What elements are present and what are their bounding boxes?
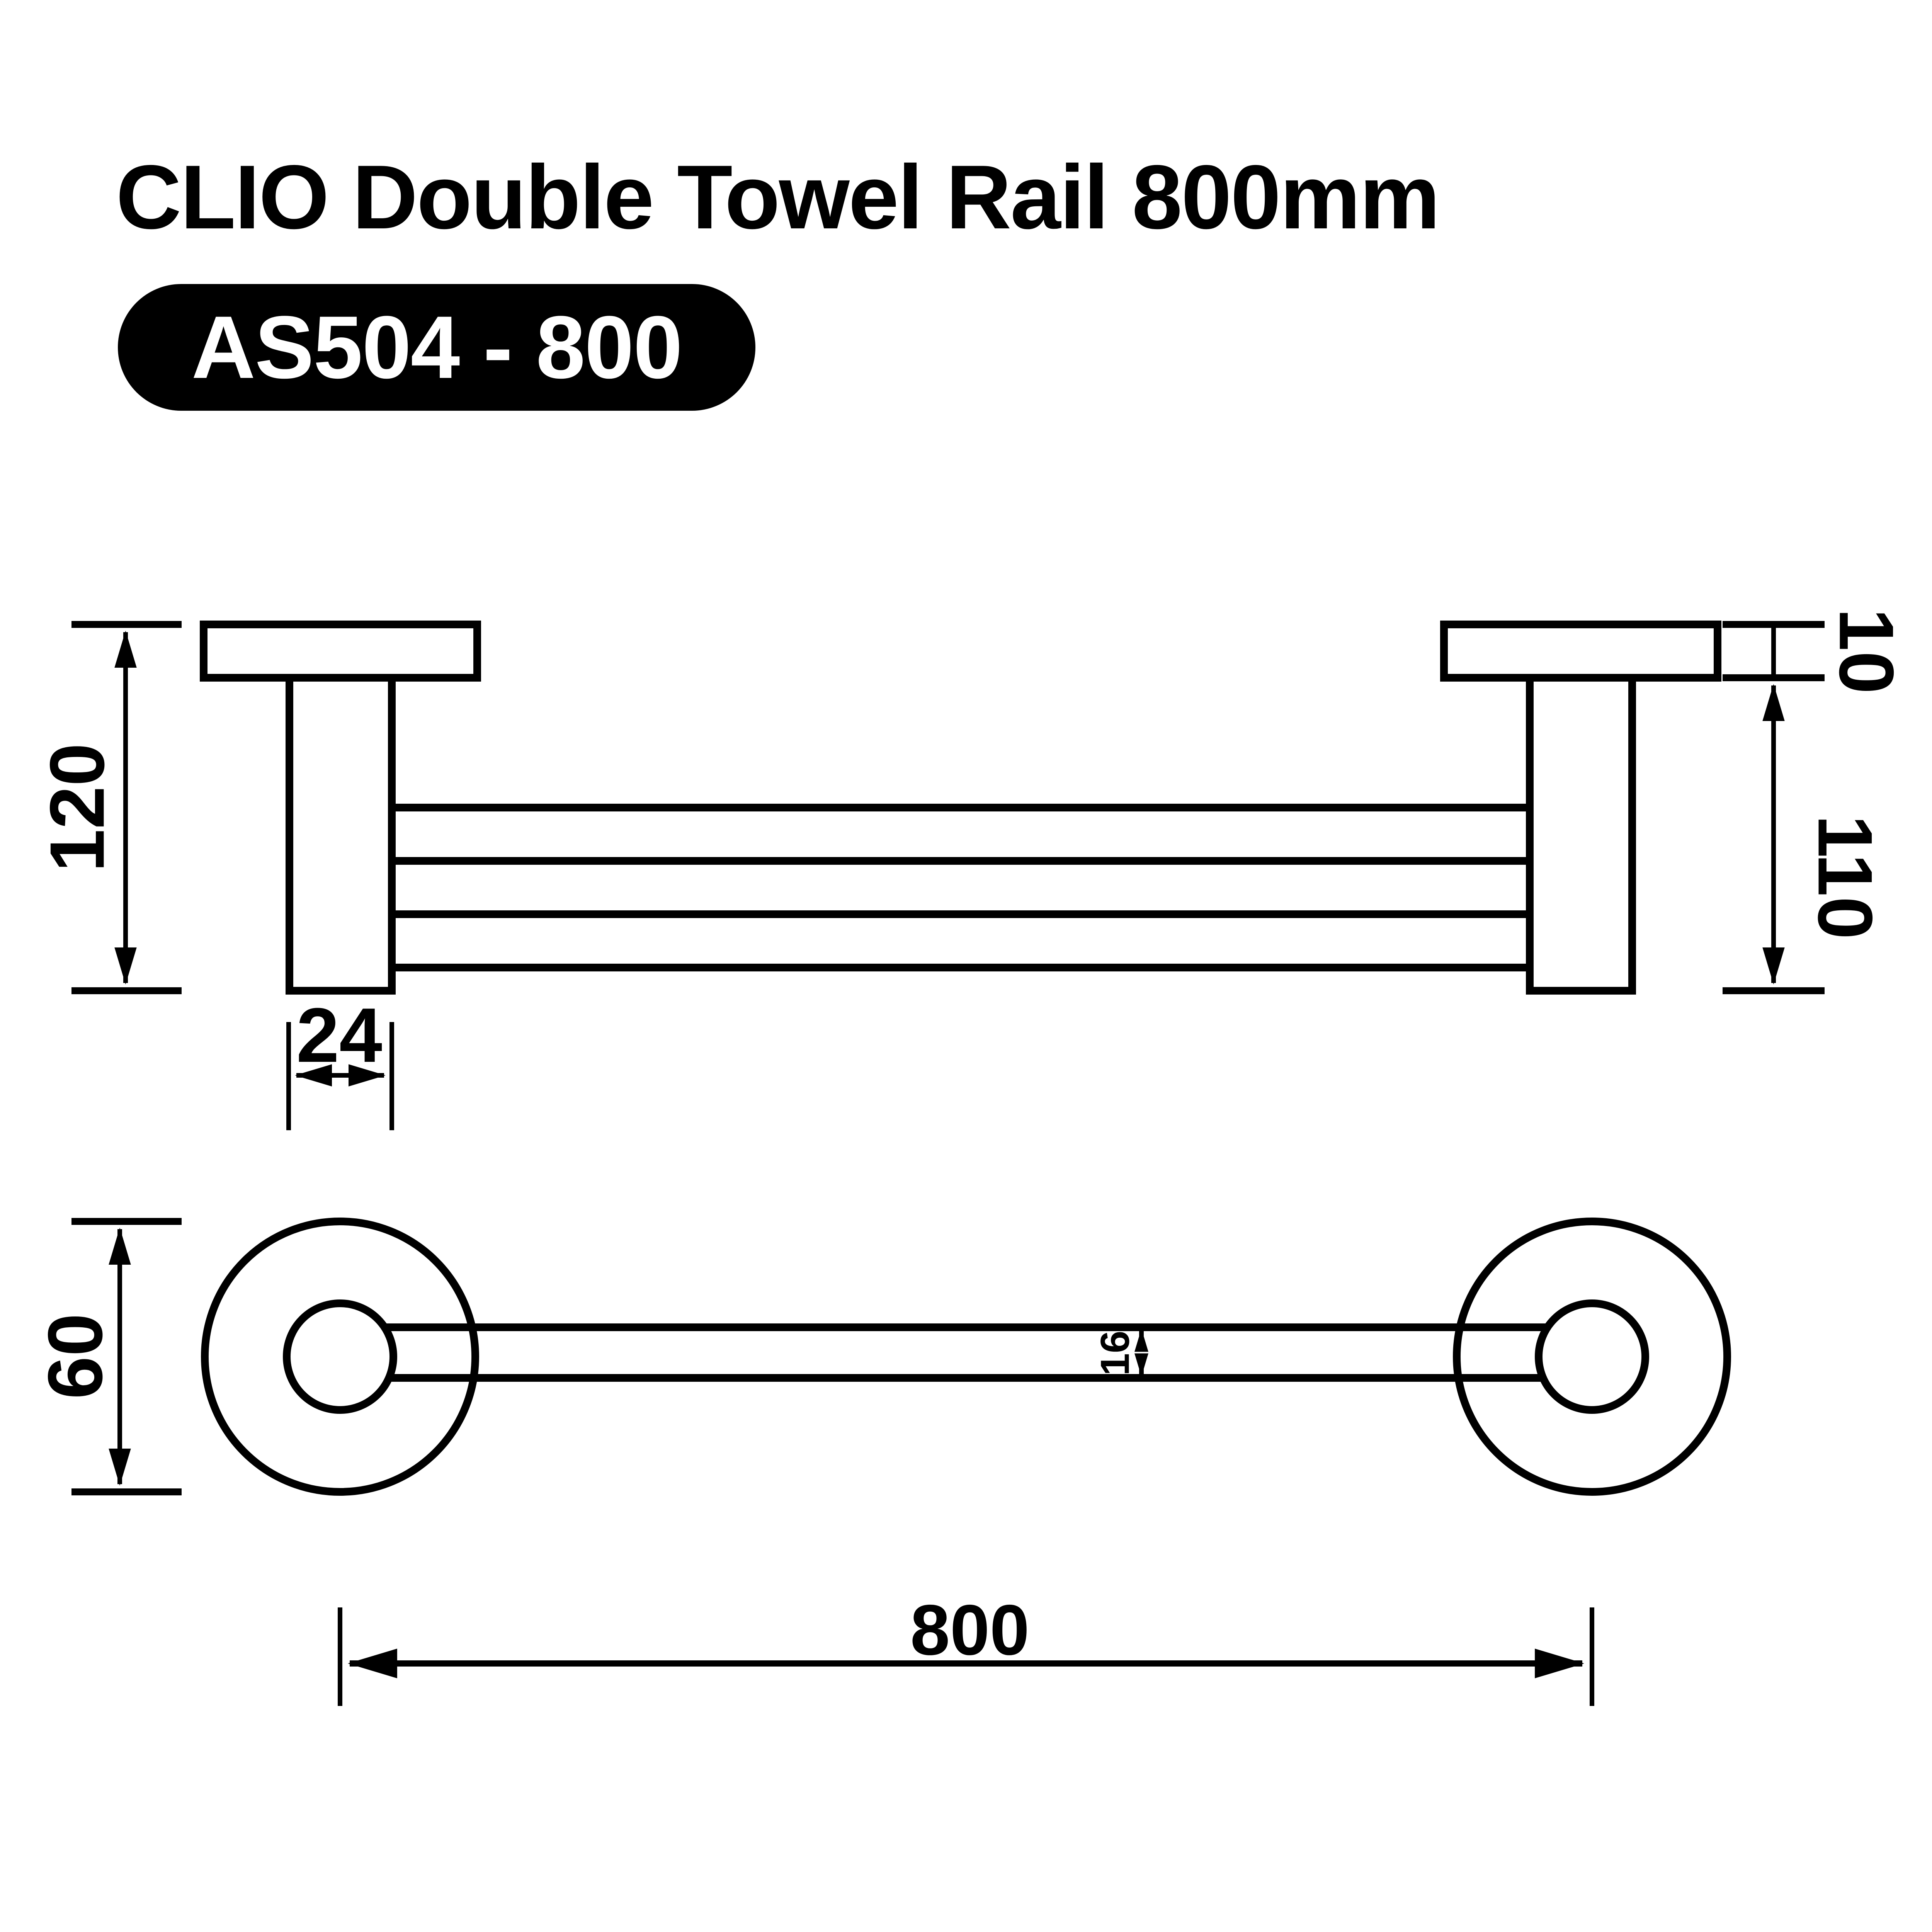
left-wall-plate bbox=[200, 621, 481, 682]
dim-plate-label: 10 bbox=[1823, 608, 1910, 694]
dim-depth-label: 120 bbox=[34, 743, 121, 872]
dim-width: 24 bbox=[286, 992, 394, 1130]
right-post bbox=[1526, 678, 1636, 995]
plan-view: 120 10 110 24 bbox=[34, 608, 1910, 1130]
dim-length-label: 800 bbox=[910, 1590, 1030, 1670]
dim-post-label: 110 bbox=[1802, 815, 1888, 940]
dim-flange-label: 60 bbox=[32, 1313, 119, 1399]
dim-depth: 120 bbox=[34, 621, 182, 994]
product-title: CLIO Double Towel Rail 800mm bbox=[116, 146, 1440, 248]
dim-rail: 16 bbox=[1093, 1328, 1148, 1377]
model-badge: AS504 - 800 bbox=[118, 284, 755, 411]
dim-plate-post: 10 110 bbox=[1723, 608, 1910, 994]
model-code: AS504 - 800 bbox=[191, 298, 682, 397]
dim-flange: 60 bbox=[32, 1218, 182, 1495]
left-post bbox=[286, 678, 396, 995]
dim-width-label: 24 bbox=[296, 992, 382, 1078]
dim-length: 800 bbox=[338, 1590, 1594, 1706]
front-view: 60 16 800 bbox=[32, 1218, 1731, 1706]
dim-rail-label: 16 bbox=[1093, 1331, 1138, 1376]
right-flange-inner bbox=[1535, 1299, 1649, 1414]
left-flange-inner bbox=[283, 1299, 397, 1414]
right-wall-plate bbox=[1440, 621, 1721, 682]
